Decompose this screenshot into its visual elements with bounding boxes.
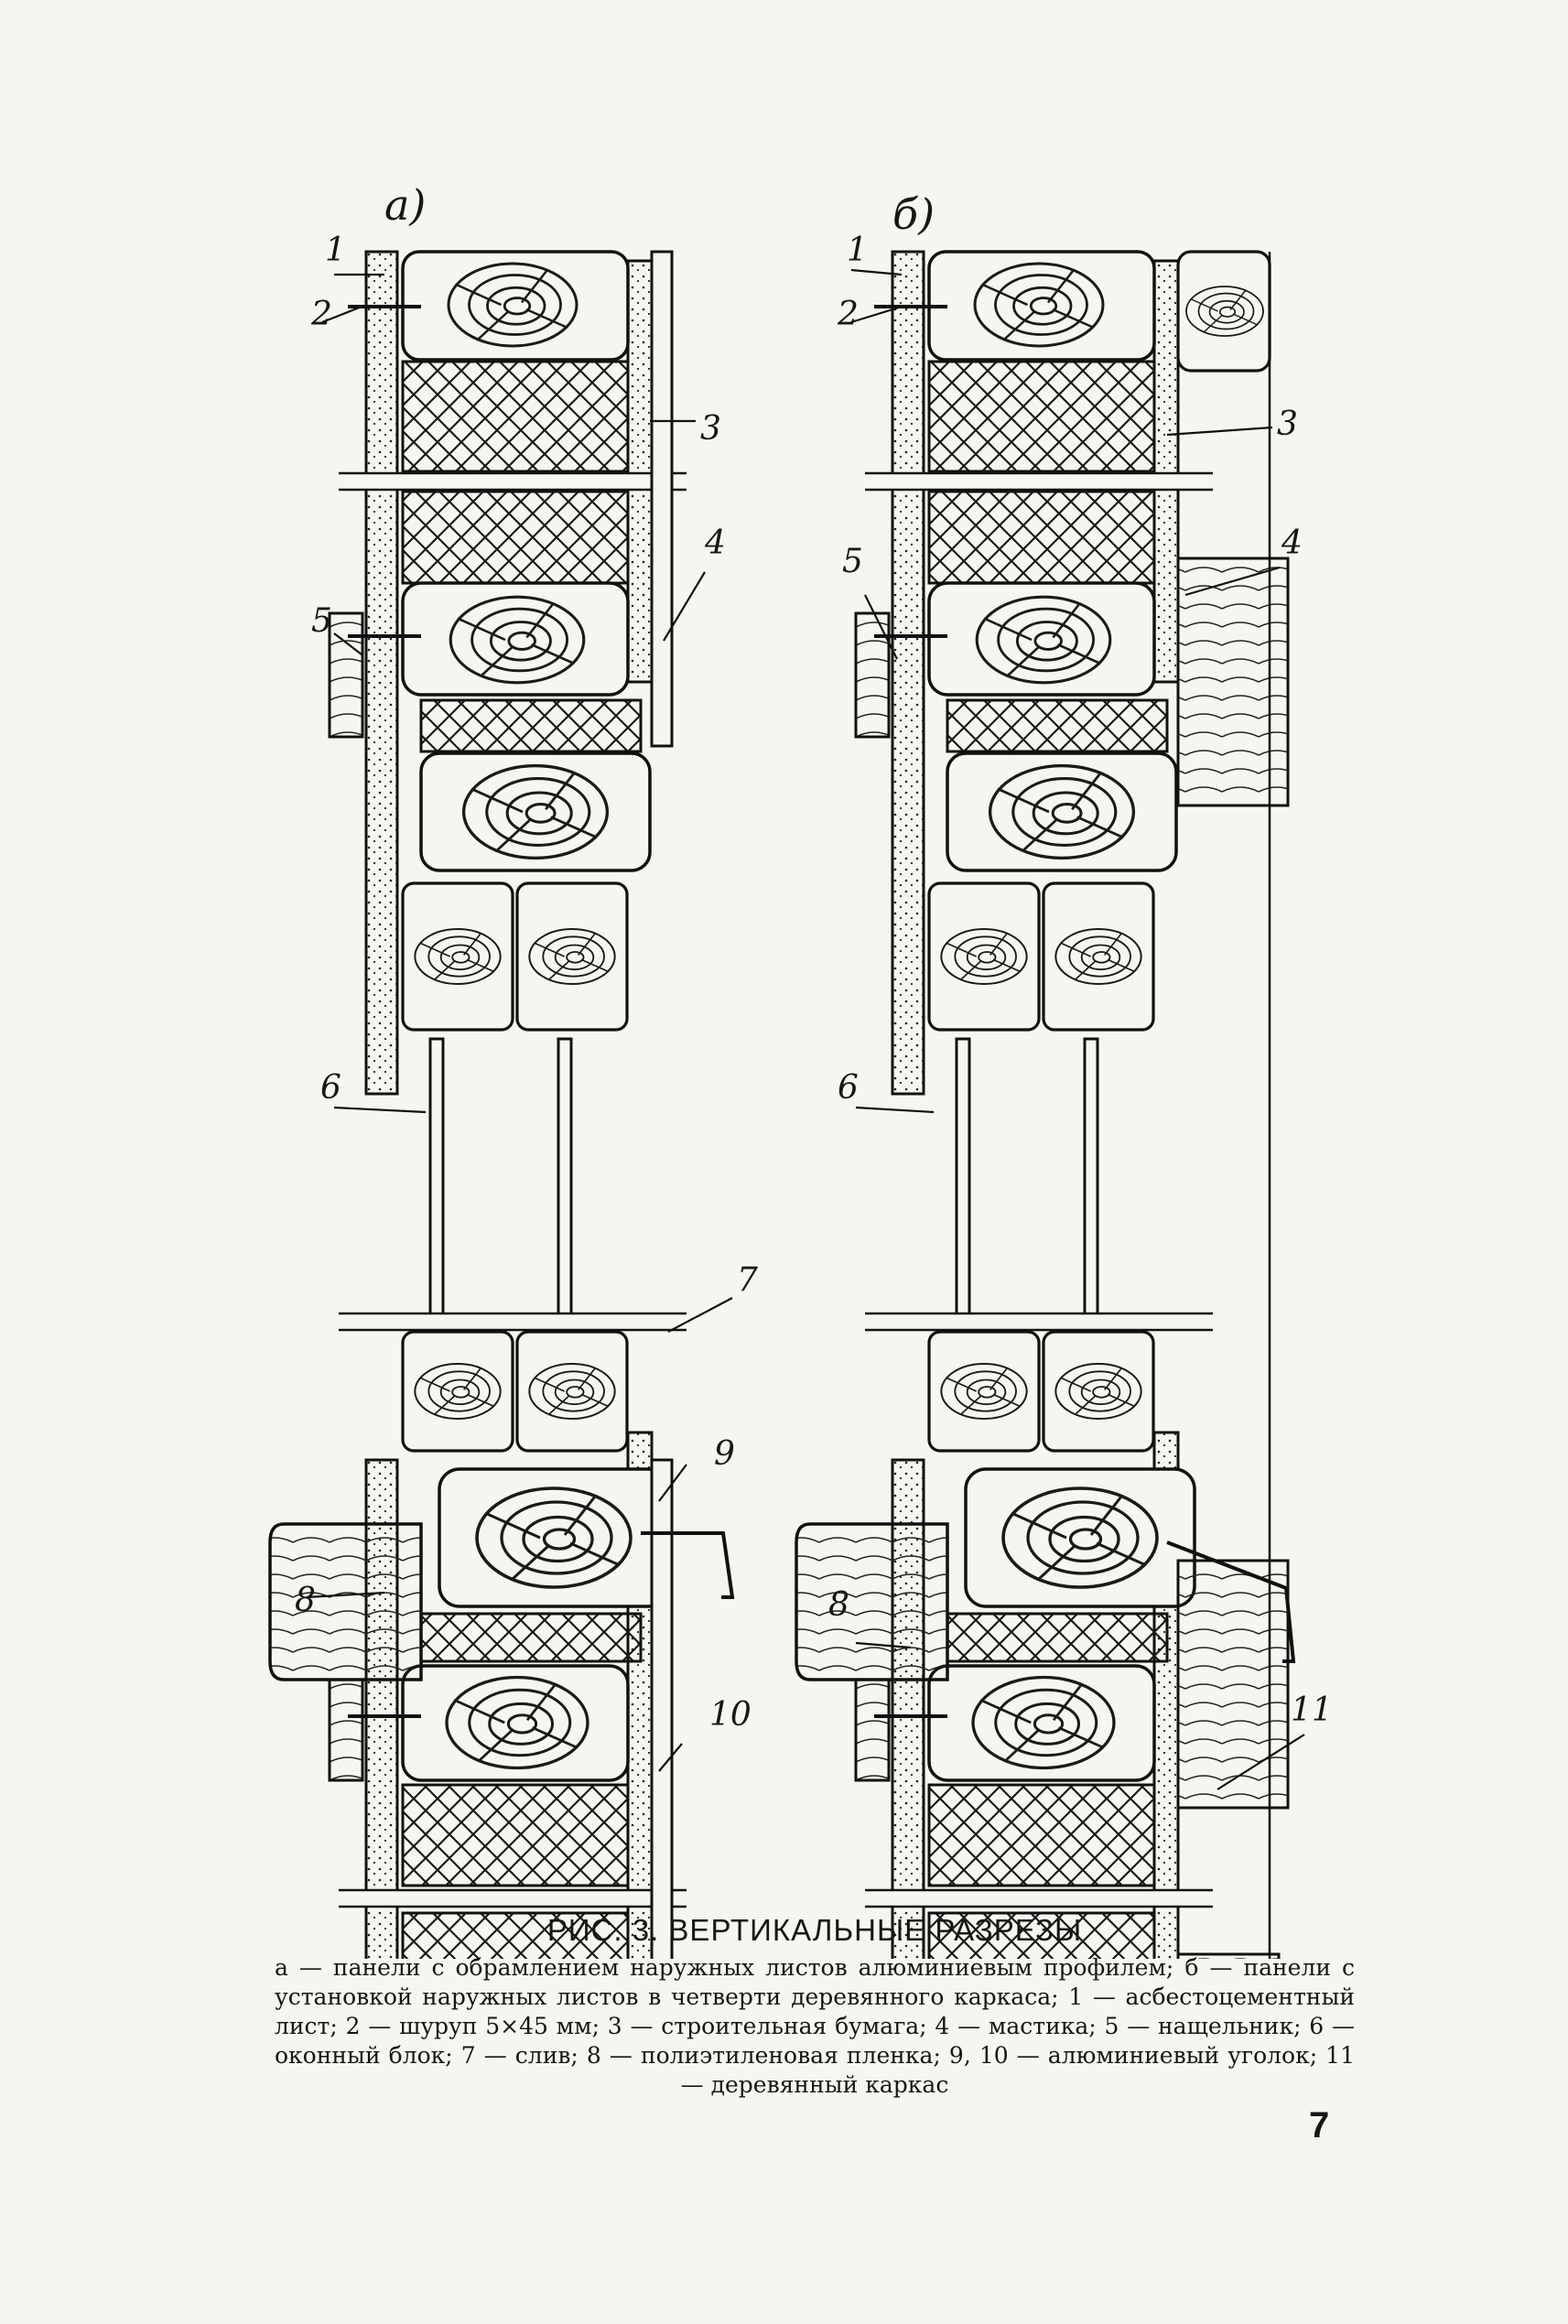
vertical-sections-drawing: [0, 0, 1305, 1959]
caption-title: РИС. 3. ВЕРТИКАЛЬНЫЕ РАЗРЕЗЫ: [546, 1913, 1083, 1947]
page-number: 7: [1309, 2105, 1330, 2146]
figure-caption: РИС. 3. ВЕРТИКАЛЬНЫЕ РАЗРЕЗЫ а — панели …: [275, 1913, 1355, 2100]
caption-body: а — панели с обрамлением наружных листов…: [275, 1954, 1355, 2098]
section-b: [796, 252, 1296, 1959]
section-a: [270, 252, 735, 1959]
